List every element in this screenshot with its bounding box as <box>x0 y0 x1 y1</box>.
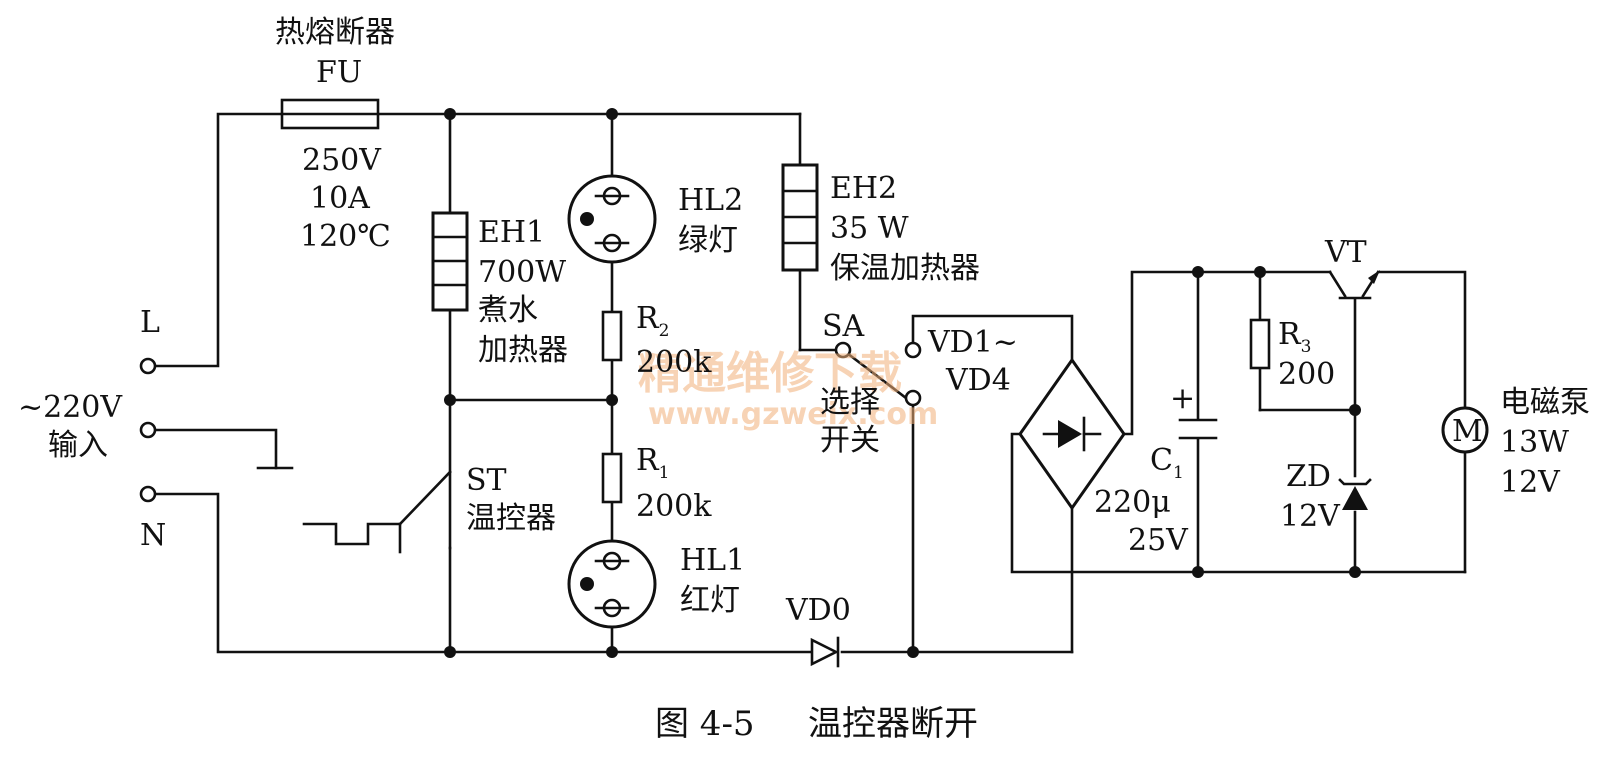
input-voltage-label: ~220V <box>18 390 123 425</box>
fuse-temp-label: 120℃ <box>300 219 391 254</box>
zd-ref-label: ZD <box>1286 459 1331 494</box>
c1-voltage-label: 25V <box>1128 523 1189 558</box>
caption-figure: 图 4-5 <box>655 704 755 744</box>
vt-transistor-symbol <box>1328 270 1380 300</box>
st-desc-label: 温控器 <box>466 501 556 536</box>
r3-value-label: 200 <box>1278 357 1335 392</box>
fuse-current-label: 10A <box>310 181 370 216</box>
r2-ref-label: R2 <box>636 301 669 341</box>
watermark-line2: www.gzweix.com <box>648 397 938 432</box>
hl1-lamp-symbol <box>567 539 657 629</box>
eh2-ref-label: EH2 <box>830 171 897 206</box>
c1-capacitor-symbol <box>1178 418 1218 440</box>
pump-power-label: 13W <box>1500 425 1569 460</box>
wires <box>151 112 1467 654</box>
r1-value-label: 200k <box>636 489 712 524</box>
hl2-lamp-symbol <box>567 174 657 264</box>
hl2-ref-label: HL2 <box>678 183 743 218</box>
c1-value-label: 220μ <box>1094 485 1171 520</box>
r3-resistor-symbol <box>1249 318 1271 370</box>
pump-name-label: 电磁泵 <box>1500 385 1590 420</box>
bridge-rectifier-symbol <box>1018 357 1126 511</box>
input-l-label: L <box>140 305 160 340</box>
c1-plus-label: + <box>1170 381 1195 416</box>
fuse-ref-label: FU <box>316 55 362 90</box>
hl2-desc-label: 绿灯 <box>678 223 738 258</box>
caption-title: 温控器断开 <box>808 704 978 744</box>
eh2-desc-label: 保温加热器 <box>830 251 980 286</box>
zd-zener-symbol <box>1338 478 1372 510</box>
sa-ref-label: SA <box>822 309 865 344</box>
vd0-diode-symbol <box>810 636 840 668</box>
input-terminals <box>139 357 157 503</box>
eh1-power-label: 700W <box>478 255 566 290</box>
watermark-line1: 精通维修下载 <box>638 348 902 399</box>
r3-ref-label: R3 <box>1278 317 1311 357</box>
hl1-desc-label: 红灯 <box>680 583 740 618</box>
junction-dots <box>444 108 1361 658</box>
bridge-ref-label: VD1~ <box>927 325 1018 360</box>
input-name-label: 输入 <box>48 428 108 463</box>
st-ref-label: ST <box>466 463 507 498</box>
zd-value-label: 12V <box>1280 499 1341 534</box>
pump-voltage-label: 12V <box>1500 465 1561 500</box>
pump-symbol-label: M <box>1452 414 1483 449</box>
eh2-power-label: 35 W <box>830 211 909 246</box>
eh1-ref-label: EH1 <box>478 215 545 250</box>
r2-resistor-symbol <box>601 310 623 362</box>
r2-value-label: 200k <box>636 345 712 380</box>
input-n-label: N <box>140 518 166 553</box>
fuse-voltage-label: 250V <box>302 143 382 178</box>
hl1-ref-label: HL1 <box>680 543 745 578</box>
sa-desc1-label: 选择 <box>820 385 880 420</box>
st-thermostat-symbol <box>302 470 452 554</box>
r1-resistor-symbol <box>601 452 623 504</box>
eh1-desc2-label: 加热器 <box>478 333 568 368</box>
eh1-heater-symbol <box>431 211 469 312</box>
sa-desc2-label: 开关 <box>820 423 880 458</box>
pump-motor-symbol <box>1441 406 1489 454</box>
eh1-desc1-label: 煮水 <box>478 293 538 328</box>
bridge-ref2-label: VD4 <box>945 363 1011 398</box>
fuse-name-label: 热熔断器 <box>275 15 395 50</box>
vd0-ref-label: VD0 <box>785 593 851 628</box>
c1-ref-label: C1 <box>1150 443 1184 483</box>
eh2-heater-symbol <box>781 163 819 272</box>
r1-ref-label: R1 <box>636 443 669 483</box>
vt-ref-label: VT <box>1324 235 1367 270</box>
sa-switch-symbol <box>834 341 922 407</box>
